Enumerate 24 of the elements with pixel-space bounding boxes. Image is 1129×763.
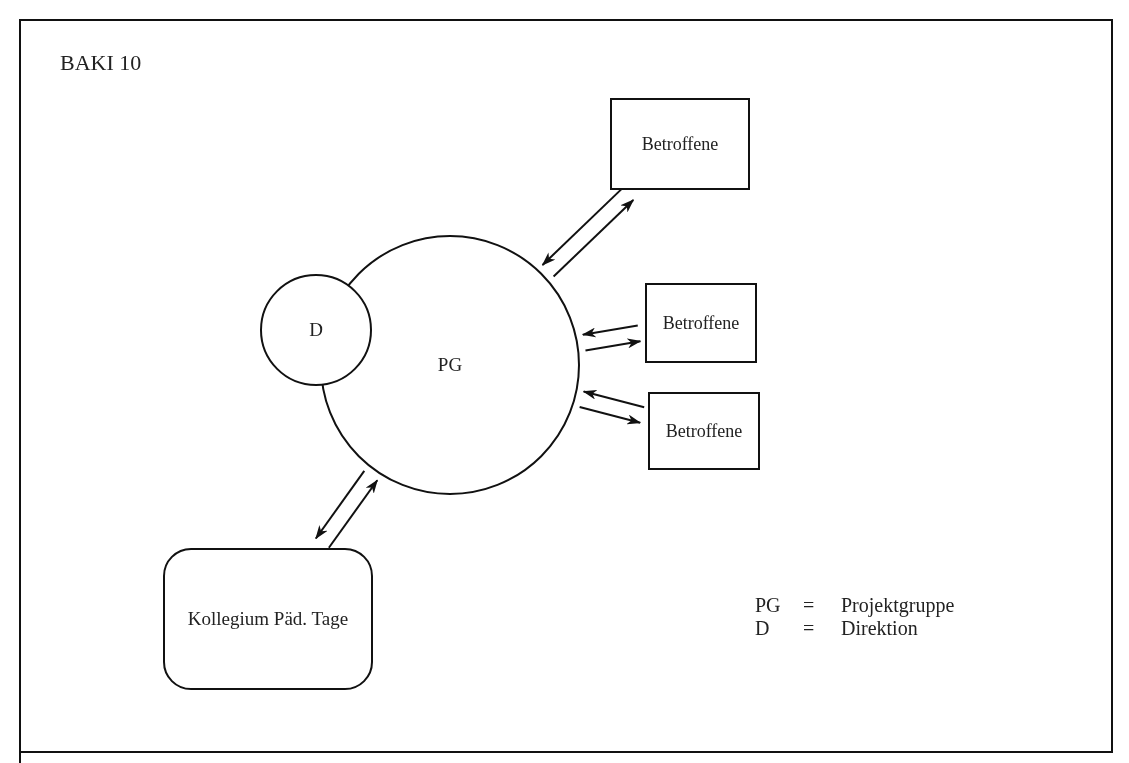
process-box xyxy=(610,98,750,190)
equals-sign: = xyxy=(803,617,816,640)
process-box xyxy=(645,283,757,363)
arrow xyxy=(581,324,639,338)
arrow xyxy=(582,389,646,409)
abbreviation-meaning: Direktion xyxy=(841,617,919,640)
node-label: D xyxy=(309,318,323,343)
arrow xyxy=(578,405,642,425)
abbreviation-meaning: Projektgruppe xyxy=(841,594,955,617)
node-label: Kollegium Päd. Tage xyxy=(186,607,350,632)
process-box xyxy=(648,392,760,470)
abbreviation: PG xyxy=(755,594,782,617)
diagram-title: BAKI 10 xyxy=(60,50,142,76)
equals-sign: = xyxy=(803,594,816,617)
node-label: Betroffene xyxy=(640,132,720,156)
process-box xyxy=(163,548,373,690)
arrow xyxy=(314,469,366,540)
node-label: PG xyxy=(437,353,463,378)
arrow xyxy=(584,338,642,352)
abbreviation: D xyxy=(755,617,771,640)
arrow xyxy=(327,479,379,549)
node-label: Betroffene xyxy=(661,311,741,335)
arrow xyxy=(552,198,635,278)
node-label: Betroffene xyxy=(664,419,744,443)
